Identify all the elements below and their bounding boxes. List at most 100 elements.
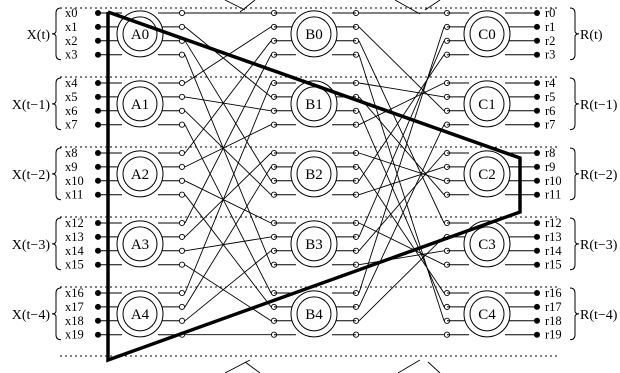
node-c0-label: C0: [478, 27, 496, 43]
output-terminal: [534, 121, 540, 128]
input-group-label: X(t−4): [12, 308, 51, 323]
output-terminal: [534, 303, 540, 310]
output-terminal: [534, 177, 540, 184]
input-label: x12: [65, 216, 84, 230]
group-separators: [60, 7, 560, 357]
output-label: r18: [545, 314, 562, 328]
wrap-wire: [427, 361, 441, 373]
wire-bc: [358, 54, 445, 321]
wire-bc: [358, 82, 445, 98]
output-label: r1: [545, 20, 555, 34]
output-label: r16: [545, 286, 562, 300]
wire-ab: [184, 180, 272, 224]
input-group-label: X(t−1): [12, 98, 51, 113]
a-port: [178, 121, 186, 128]
output-brace: [569, 7, 580, 61]
a-port: [178, 233, 186, 240]
wire-bc: [358, 26, 445, 112]
wire-ab: [184, 264, 272, 322]
node-a0-label: A0: [131, 27, 149, 43]
input-label: x3: [65, 48, 78, 62]
input-group-label: X(t−3): [12, 238, 51, 253]
input-brace: [51, 147, 62, 201]
wire-bc: [358, 152, 445, 182]
wire-bc: [358, 152, 445, 252]
wire-ab: [184, 82, 272, 294]
wire-ab: [184, 54, 272, 224]
a-port: [178, 191, 186, 198]
output-group-label: R(t): [580, 28, 603, 43]
wrap-wire: [424, 0, 441, 11]
a-port: [178, 247, 186, 254]
node-b2-inner: [296, 156, 332, 192]
node-a1-inner: [122, 86, 158, 122]
a-port: [178, 9, 186, 17]
a-port: [178, 107, 186, 114]
output-label: r15: [545, 258, 562, 272]
output-brace: [569, 147, 580, 201]
wire-bc: [358, 166, 445, 294]
wire-ab: [184, 96, 272, 112]
node-a4-label: A4: [131, 307, 150, 323]
a-port: [178, 303, 186, 310]
node-b4-label: B4: [305, 307, 323, 323]
output-terminal: [534, 23, 540, 30]
wire-bc: [358, 82, 445, 126]
output-label: r8: [545, 146, 555, 160]
wire-ab: [184, 124, 272, 294]
wire-ab: [184, 40, 272, 182]
a-port: [178, 219, 186, 227]
wire-ab: [184, 250, 272, 322]
node-b0-label: B0: [305, 27, 323, 43]
a-port: [178, 23, 186, 30]
input-label: x13: [65, 230, 84, 244]
input-label: x9: [65, 160, 78, 174]
input-label: x7: [65, 118, 78, 132]
a-port: [178, 163, 186, 170]
output-terminal: [534, 191, 540, 198]
wrap-wire: [244, 361, 261, 373]
output-label: r13: [545, 230, 562, 244]
input-label: x17: [65, 300, 84, 314]
input-label: x15: [65, 258, 84, 272]
input-label: x16: [65, 286, 84, 300]
input-label: x8: [65, 146, 78, 160]
node-b2-label: B2: [305, 167, 323, 183]
a-port: [178, 79, 186, 87]
input-label: x14: [65, 244, 85, 258]
wire-ab: [184, 236, 272, 252]
output-terminal: [534, 233, 540, 240]
wire-bc: [358, 26, 445, 294]
output-group-label: R(t−2): [580, 168, 618, 183]
dependency-window-outline: [106, 10, 522, 363]
input-group-label: X(t−2): [12, 168, 51, 183]
node-a4-inner: [122, 296, 158, 332]
wire-ab: [184, 110, 272, 196]
a-port: [178, 93, 186, 100]
node-a3-label: A3: [131, 237, 149, 253]
wire-ab: [184, 26, 272, 98]
output-label: r6: [545, 104, 555, 118]
wire-ab: [184, 40, 272, 154]
wrap-wire: [397, 359, 421, 373]
wire-bc: [358, 110, 445, 308]
output-group-label: R(t−4): [580, 308, 618, 323]
output-brace: [569, 217, 580, 271]
output-terminal: [534, 37, 540, 44]
output-terminal: [534, 261, 540, 268]
wire-bc: [358, 96, 445, 195]
a-port: [178, 177, 186, 184]
a-port: [178, 289, 186, 297]
input-label: x11: [65, 188, 83, 202]
node-stubs: [95, 9, 540, 338]
node-c1-label: C1: [478, 97, 496, 113]
input-label: x6: [65, 104, 78, 118]
input-label: x19: [65, 328, 84, 342]
output-label: r4: [545, 76, 556, 90]
wire-bc: [358, 236, 445, 322]
wrap-wire: [224, 359, 251, 373]
output-terminal: [534, 107, 540, 114]
input-group-label: X(t): [27, 28, 51, 43]
